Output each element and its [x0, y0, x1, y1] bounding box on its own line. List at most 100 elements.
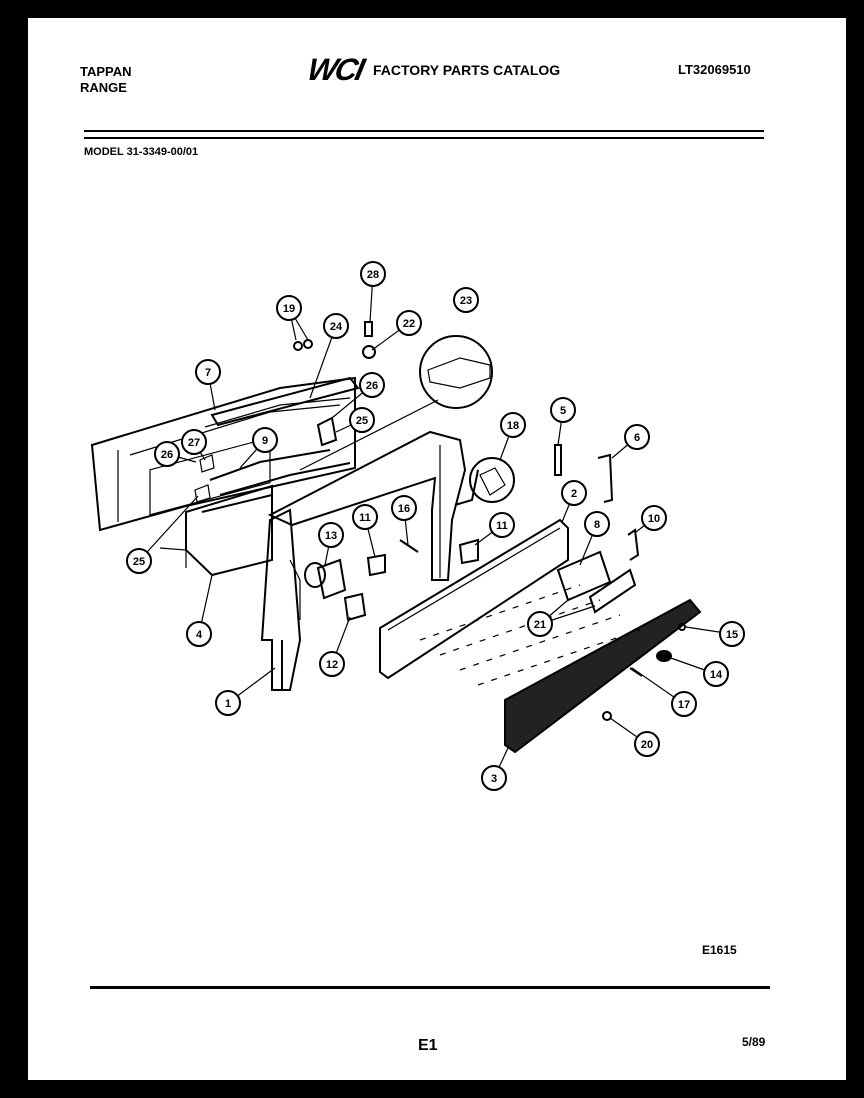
product-type: RANGE: [80, 80, 127, 95]
callout-label: 26: [161, 449, 173, 461]
brand-block: TAPPAN RANGE: [80, 64, 132, 96]
callout-label: 7: [205, 367, 211, 379]
detail-circle-23: [299, 335, 493, 471]
callout-circle: [318, 522, 344, 548]
callout-label: 1: [225, 698, 231, 710]
callout-circle: [703, 661, 729, 687]
callout-label: 25: [133, 556, 145, 568]
callout-label: 2: [571, 488, 577, 500]
top-trim: [210, 376, 360, 427]
footer-rule: [90, 986, 770, 989]
callout-label: 5: [560, 405, 566, 417]
callout-label: 26: [366, 380, 378, 392]
callout-26: 26: [154, 441, 180, 467]
callout-3: 3: [481, 765, 507, 791]
callout-7: 7: [195, 359, 221, 385]
callout-9: 9: [252, 427, 278, 453]
lower-console: [159, 484, 273, 577]
clock-assembly: [556, 550, 637, 614]
callout-circle: [323, 313, 349, 339]
callout-label: 12: [326, 659, 338, 671]
guide-lines: [419, 584, 641, 686]
callout-label: 10: [648, 513, 660, 525]
main-frame: [267, 430, 479, 581]
callout-19: 19: [276, 295, 302, 321]
callout-circle: [215, 690, 241, 716]
detail-circle-18: [469, 457, 515, 503]
callout-circle: [276, 295, 302, 321]
callout-label: 11: [496, 520, 508, 532]
small-parts: [194, 321, 686, 721]
revision-date: 5/89: [742, 1035, 766, 1049]
callout-label: 4: [196, 629, 203, 641]
callout-circle: [252, 427, 278, 453]
callout-circle: [550, 397, 576, 423]
callout-label: 27: [188, 437, 200, 449]
callout-circle: [391, 495, 417, 521]
callout-27: 27: [181, 429, 207, 455]
callout-4: 4: [186, 621, 212, 647]
callout-circle: [624, 424, 650, 450]
callout-circle: [319, 651, 345, 677]
callout-label: 14: [710, 669, 723, 681]
page-number: E1: [418, 1037, 438, 1054]
callout-18: 18: [500, 412, 526, 438]
callout-label: 23: [460, 295, 472, 307]
callout-bubbles: 1234567891011111213141516171819202122232…: [126, 261, 745, 791]
callout-5: 5: [550, 397, 576, 423]
callout-circle: [634, 731, 660, 757]
front-glass-panel: [504, 598, 702, 754]
callout-circle: [561, 480, 587, 506]
callout-circle: [719, 621, 745, 647]
callout-label: 22: [403, 318, 415, 330]
callout-circle: [584, 511, 610, 537]
callout-circle: [671, 691, 697, 717]
back-panel: [90, 376, 356, 532]
exploded-parts-diagram: 1234567891011111213141516171819202122232…: [90, 261, 745, 791]
callout-circle: [349, 407, 375, 433]
diagram-reference: E1615: [702, 943, 737, 957]
callout-11: 11: [352, 504, 378, 530]
callout-label: 15: [726, 629, 738, 641]
callout-20: 20: [634, 731, 660, 757]
callout-23: 23: [453, 287, 479, 313]
callout-28: 28: [360, 261, 386, 287]
callout-2: 2: [561, 480, 587, 506]
callout-circle: [527, 611, 553, 637]
callout-circle: [352, 504, 378, 530]
callout-label: 9: [262, 435, 268, 447]
callout-label: 8: [594, 519, 600, 531]
callout-circle: [195, 359, 221, 385]
callout-25: 25: [349, 407, 375, 433]
catalog-sheet: TAPPAN RANGE WCI FACTORY PARTS CATALOG L…: [28, 18, 846, 1080]
callout-circle: [641, 505, 667, 531]
callout-circle: [181, 429, 207, 455]
callout-26: 26: [359, 372, 385, 398]
callout-label: 24: [330, 321, 343, 333]
callout-circle: [359, 372, 385, 398]
callout-label: 28: [367, 269, 379, 281]
callout-circle: [489, 512, 515, 538]
callout-label: 13: [325, 530, 337, 542]
callout-circle: [481, 765, 507, 791]
control-panel-strip: [379, 518, 569, 680]
brand-name: TAPPAN: [80, 64, 132, 79]
callout-12: 12: [319, 651, 345, 677]
callout-15: 15: [719, 621, 745, 647]
catalog-number: LT32069510: [678, 62, 751, 77]
callout-circle: [154, 441, 180, 467]
callout-label: 11: [359, 512, 371, 524]
callout-circle: [186, 621, 212, 647]
callout-label: 19: [283, 303, 295, 315]
callout-1: 1: [215, 690, 241, 716]
callout-label: 16: [398, 503, 410, 515]
callout-circle: [396, 310, 422, 336]
callout-6: 6: [624, 424, 650, 450]
callout-14: 14: [703, 661, 729, 687]
callout-10: 10: [641, 505, 667, 531]
callout-label: 17: [678, 699, 690, 711]
catalog-title: FACTORY PARTS CATALOG: [373, 62, 561, 78]
callout-circle: [500, 412, 526, 438]
callout-13: 13: [318, 522, 344, 548]
header-rule: [84, 130, 764, 139]
